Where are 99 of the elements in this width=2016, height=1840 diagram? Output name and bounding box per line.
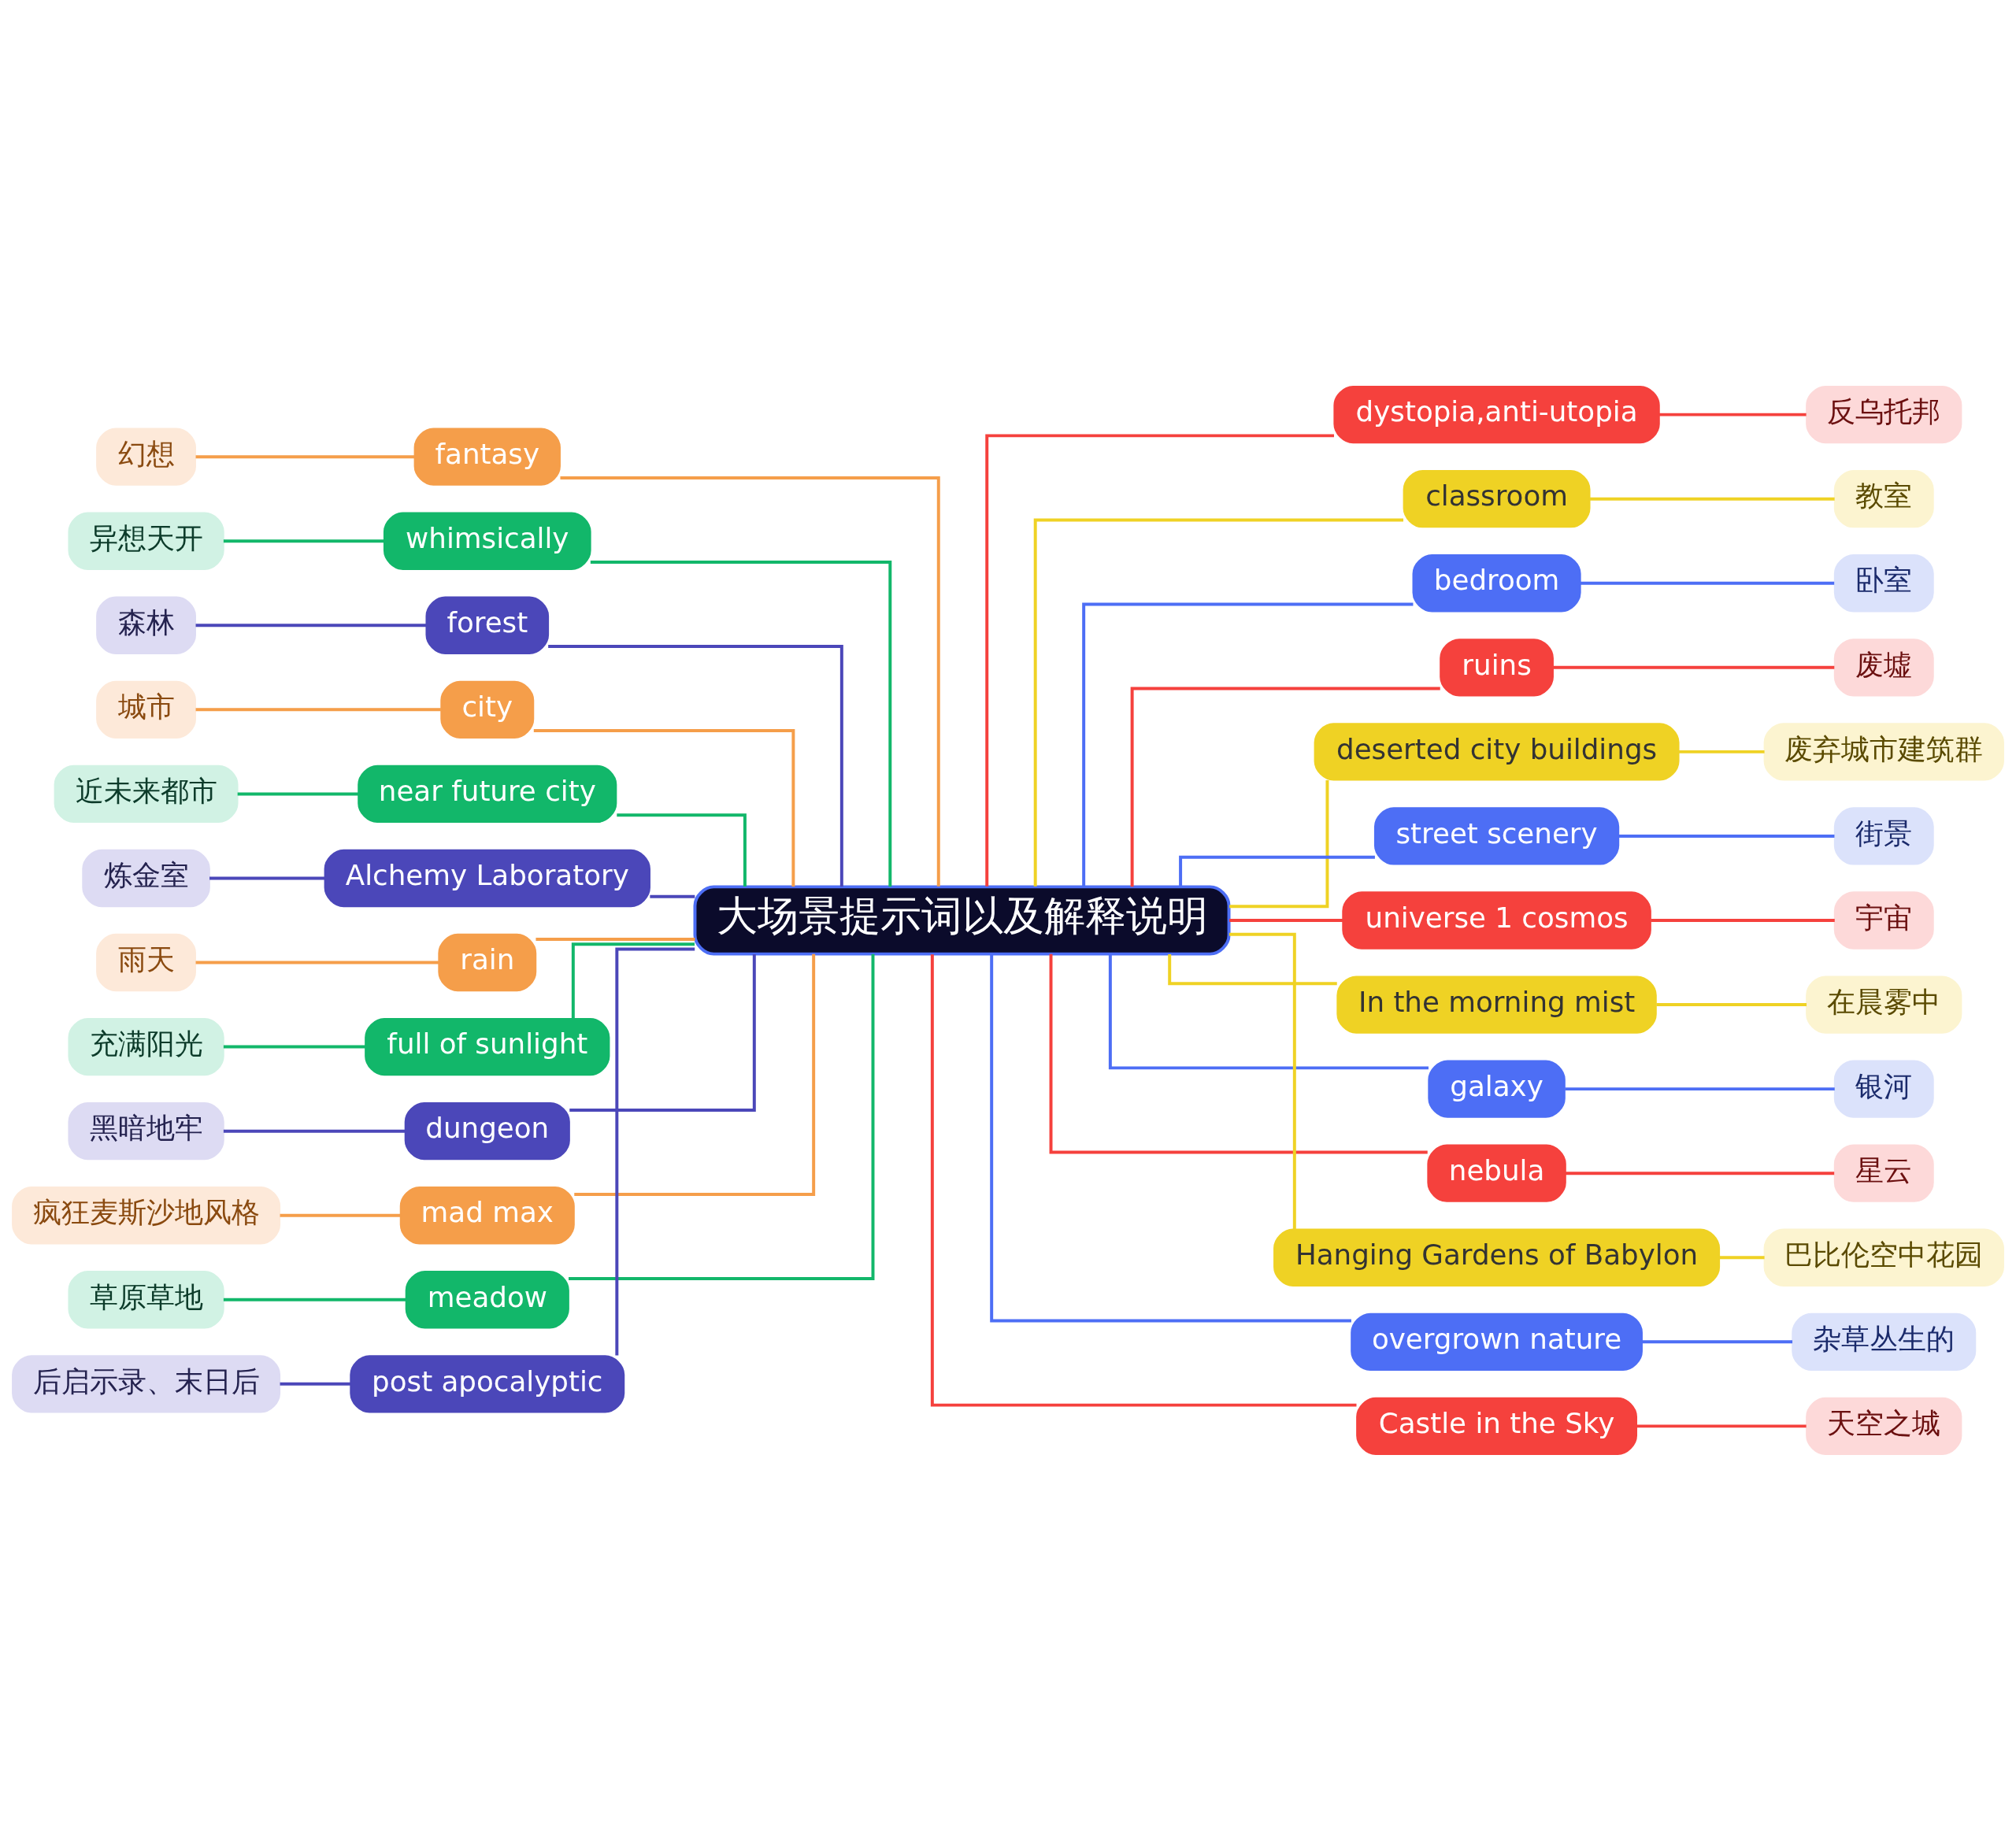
node-box: 炼金室 bbox=[82, 849, 210, 907]
node-box: 天空之城 bbox=[1806, 1397, 1962, 1455]
node-box: dungeon bbox=[404, 1101, 570, 1160]
node-box: 教室 bbox=[1833, 469, 1934, 528]
connector bbox=[1553, 665, 1835, 669]
node-box: overgrown nature bbox=[1351, 1312, 1643, 1371]
connector bbox=[1229, 918, 1343, 922]
connector bbox=[1618, 834, 1835, 838]
node-box: In the morning mist bbox=[1336, 975, 1657, 1034]
connector bbox=[569, 953, 875, 1280]
node-box: city bbox=[440, 680, 535, 739]
connector bbox=[1565, 1171, 1835, 1175]
node-box: 星云 bbox=[1833, 1144, 1934, 1202]
connector bbox=[195, 454, 415, 458]
node-box: meadow bbox=[405, 1270, 569, 1328]
connector bbox=[1108, 953, 1429, 1069]
connector bbox=[1642, 1339, 1793, 1343]
connector bbox=[569, 953, 756, 1112]
node-box: 银河 bbox=[1833, 1059, 1934, 1118]
node-box: mad max bbox=[399, 1186, 575, 1244]
node-box: forest bbox=[425, 596, 550, 654]
connector bbox=[536, 937, 695, 941]
node-box: 黑暗地牢 bbox=[68, 1101, 224, 1160]
node-box: Hanging Gardens of Babylon bbox=[1273, 1228, 1721, 1287]
connector bbox=[280, 1382, 350, 1386]
connector bbox=[990, 953, 1351, 1323]
connector bbox=[930, 953, 1357, 1407]
connector bbox=[1229, 779, 1329, 908]
node-box: 后启示录、末日后 bbox=[12, 1354, 281, 1413]
connector bbox=[223, 539, 384, 542]
connector bbox=[1228, 932, 1296, 1230]
node-box: 巴比伦空中花园 bbox=[1763, 1228, 2004, 1287]
node-box: dystopia,anti-utopia bbox=[1333, 385, 1660, 443]
connector bbox=[223, 1129, 406, 1133]
node-box: nebula bbox=[1427, 1144, 1566, 1202]
node-box: 城市 bbox=[96, 680, 196, 739]
node-box: galaxy bbox=[1428, 1059, 1566, 1118]
node-box: 废墟 bbox=[1833, 638, 1934, 696]
connector bbox=[1590, 497, 1835, 501]
connector bbox=[617, 813, 747, 887]
node-box: bedroom bbox=[1412, 553, 1581, 612]
connector bbox=[1636, 1424, 1807, 1427]
connector bbox=[195, 623, 427, 627]
node-box: deserted city buildings bbox=[1314, 722, 1680, 781]
connector bbox=[533, 728, 795, 887]
node-box: 杂草丛生的 bbox=[1792, 1312, 1977, 1371]
node-box: 反乌托邦 bbox=[1806, 385, 1962, 443]
connector bbox=[985, 433, 1334, 887]
node-box: near future city bbox=[358, 765, 617, 823]
node-box: 卧室 bbox=[1833, 553, 1934, 612]
connector bbox=[195, 961, 439, 964]
connector bbox=[1580, 581, 1835, 585]
node-box: 幻想 bbox=[96, 427, 196, 486]
connector bbox=[280, 1213, 401, 1217]
node-box: 草原草地 bbox=[68, 1270, 224, 1328]
connector bbox=[1565, 1087, 1835, 1090]
node-box: 雨天 bbox=[96, 933, 196, 991]
node-box: 废弃城市建筑群 bbox=[1763, 722, 2004, 781]
connector bbox=[1658, 413, 1807, 416]
node-box: Alchemy Laboratory bbox=[324, 849, 650, 907]
node-box: universe 1 cosmos bbox=[1342, 890, 1651, 950]
node-box: 充满阳光 bbox=[68, 1017, 224, 1075]
connector bbox=[223, 1298, 406, 1301]
connector bbox=[1033, 517, 1403, 887]
node-box: street scenery bbox=[1373, 806, 1620, 865]
connector bbox=[1651, 918, 1835, 922]
connector bbox=[1049, 953, 1428, 1153]
connector bbox=[1719, 1255, 1765, 1259]
connector bbox=[590, 560, 892, 887]
connector bbox=[237, 791, 359, 795]
node-box: 近未来都市 bbox=[54, 765, 239, 823]
connector bbox=[615, 946, 695, 1356]
connector bbox=[548, 644, 843, 887]
connector bbox=[1656, 1002, 1807, 1006]
connector bbox=[560, 476, 940, 887]
connector bbox=[1679, 750, 1765, 753]
node-box: 宇宙 bbox=[1833, 890, 1934, 950]
node-box: 疯狂麦斯沙地风格 bbox=[12, 1186, 281, 1244]
node-box: ruins bbox=[1440, 638, 1554, 696]
node-box: whimsically bbox=[383, 512, 591, 570]
connector bbox=[223, 1045, 365, 1049]
node-box: rain bbox=[438, 933, 537, 991]
node-box: 异想天开 bbox=[68, 512, 224, 570]
connector bbox=[195, 707, 441, 711]
node-box: 森林 bbox=[96, 596, 196, 654]
connector bbox=[571, 942, 695, 1018]
connector bbox=[209, 876, 325, 879]
connector bbox=[650, 894, 695, 898]
connector bbox=[574, 953, 816, 1196]
connector bbox=[1082, 602, 1414, 887]
connector bbox=[1130, 687, 1440, 887]
node-box: post apocalyptic bbox=[350, 1354, 625, 1413]
node-box: 大场景提示词以及解释说明 bbox=[693, 884, 1231, 956]
node-box: Castle in the Sky bbox=[1356, 1397, 1637, 1455]
node-box: classroom bbox=[1403, 469, 1591, 528]
node-box: full of sunlight bbox=[365, 1017, 610, 1075]
node-box: 在晨雾中 bbox=[1806, 975, 1962, 1034]
node-box: 街景 bbox=[1833, 806, 1934, 865]
node-box: fantasy bbox=[413, 427, 561, 486]
